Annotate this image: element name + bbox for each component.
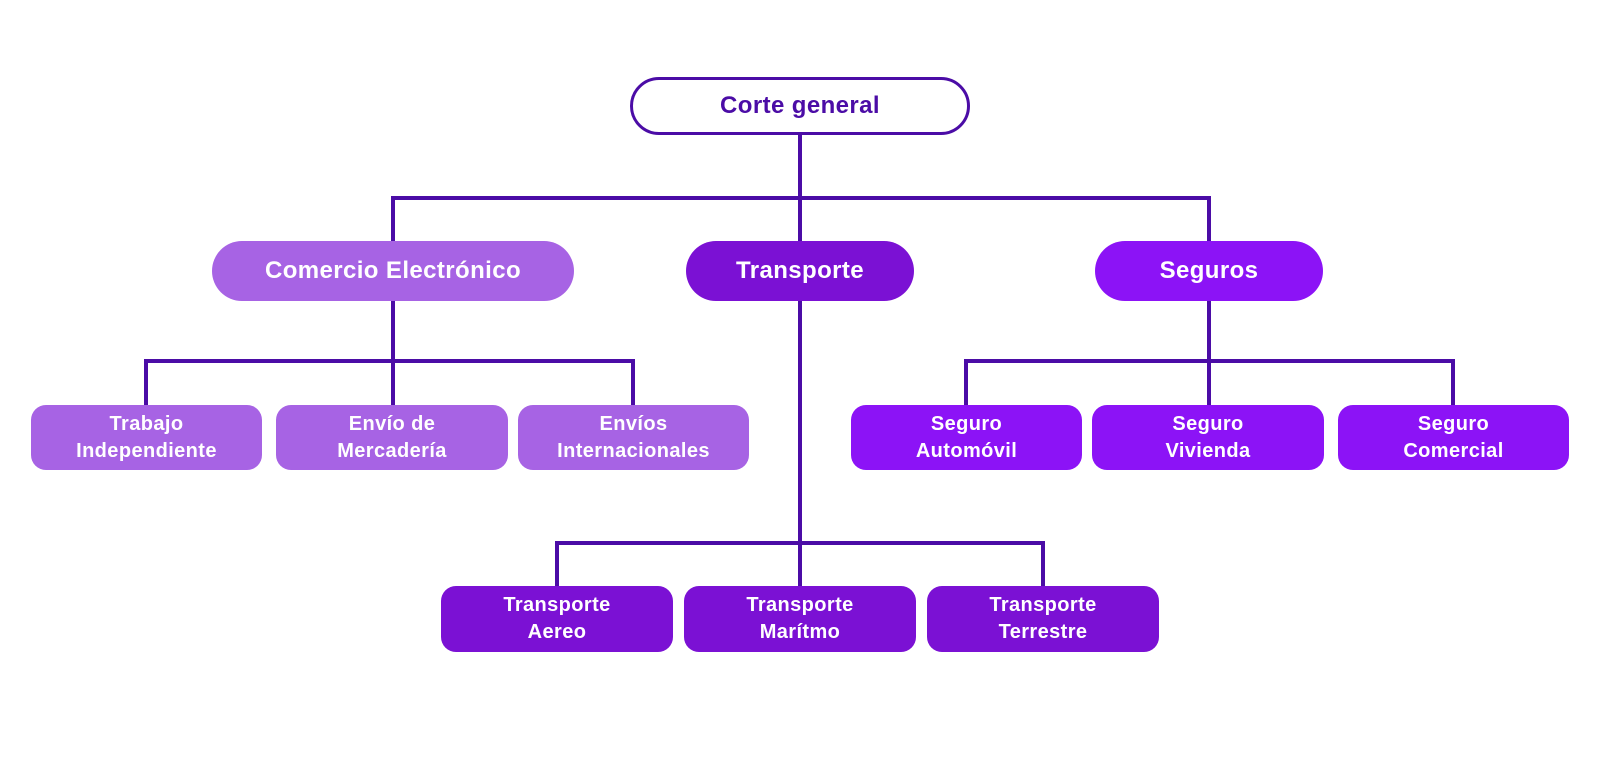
node-comercio-electronico: Comercio Electrónico — [212, 241, 574, 301]
connector-drop-transporte — [798, 196, 802, 241]
connector-transporte-rail — [555, 541, 1045, 545]
node-corte-general: Corte general — [630, 77, 970, 135]
connector-drop-comercio — [391, 196, 395, 241]
node-seguro-vivienda: Seguro Vivienda — [1092, 405, 1324, 470]
connector-drop-seguros — [1207, 196, 1211, 241]
node-seguros: Seguros — [1095, 241, 1323, 301]
node-envio-de-mercaderia: Envío de Mercadería — [276, 405, 508, 470]
node-envios-internacionales: Envíos Internacionales — [518, 405, 749, 470]
node-label: Corte general — [720, 91, 880, 119]
node-label: Transporte Marítmo — [746, 594, 854, 643]
node-transporte: Transporte — [686, 241, 914, 301]
node-label: Seguro Vivienda — [1165, 412, 1251, 462]
node-seguro-automovil: Seguro Automóvil — [851, 405, 1082, 470]
connector-drop-trabajo — [144, 359, 148, 407]
connector-transporte-trunk — [798, 301, 802, 588]
connector-drop-seguro-comercial — [1451, 359, 1455, 407]
node-label: Comercio Electrónico — [264, 256, 522, 284]
node-label: Seguro Automóvil — [915, 412, 1018, 462]
node-label: Transporte — [735, 256, 865, 284]
node-transporte-maritmo: Transporte Marítmo — [684, 586, 916, 652]
connector-seguros-rail — [964, 359, 1455, 363]
connector-drop-seguro-automovil — [964, 359, 968, 407]
connector-drop-envios-internacionales — [631, 359, 635, 407]
node-label: Trabajo Independiente — [76, 412, 217, 462]
connector-drop-transporte-aereo — [555, 541, 559, 588]
node-label: Transporte Aereo — [503, 594, 611, 643]
node-transporte-aereo: Transporte Aereo — [441, 586, 673, 652]
node-seguro-comercial: Seguro Comercial — [1338, 405, 1569, 470]
node-label: Envío de Mercadería — [337, 412, 447, 462]
connector-root-drop — [798, 133, 802, 200]
node-label: Envíos Internacionales — [557, 412, 710, 462]
node-label: Seguros — [1159, 256, 1259, 284]
node-label: Transporte Terrestre — [989, 594, 1097, 643]
node-transporte-terrestre: Transporte Terrestre — [927, 586, 1159, 652]
node-trabajo-independiente: Trabajo Independiente — [31, 405, 262, 470]
connector-comercio-rail — [144, 359, 635, 363]
connector-comercio-trunk — [391, 301, 395, 407]
connector-seguros-trunk — [1207, 301, 1211, 407]
node-label: Seguro Comercial — [1403, 412, 1504, 462]
connector-drop-transporte-terrestre — [1041, 541, 1045, 588]
